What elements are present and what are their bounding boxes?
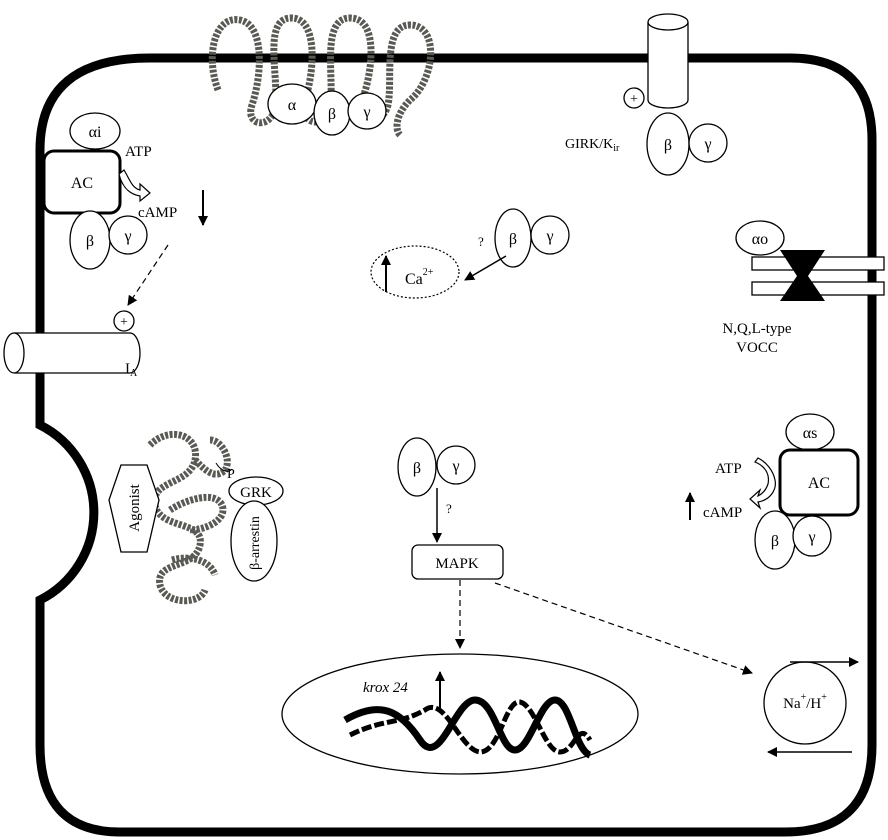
girk-channel-cylinder — [648, 22, 688, 108]
mapk-label: MAPK — [435, 556, 479, 572]
mapk-question-mark: ? — [446, 501, 452, 516]
ac-label-right: AC — [808, 475, 830, 492]
beta-label: β — [328, 106, 336, 123]
gamma-label-mapk: γ — [451, 458, 459, 475]
internalized-receptor-helices — [150, 434, 227, 600]
na-label: Na — [783, 696, 801, 712]
girk-beta-label: β — [664, 137, 672, 154]
girk-channel-group: + GIRK/Kir β γ — [565, 14, 727, 175]
vocc-label-line1: N,Q,L-type — [722, 321, 791, 337]
beta-arrestin-label: β-arrestin — [248, 516, 263, 570]
left-adenylyl-cyclase-group: αi AC ATP cAMP β γ — [44, 113, 203, 305]
beta-label-ca: β — [509, 231, 517, 248]
h-label: /H — [806, 696, 821, 712]
atp-conversion-arrow-right — [750, 458, 775, 508]
exchanger-circle — [764, 662, 846, 744]
krox24-label: krox 24 — [363, 680, 408, 696]
girk-channel-top — [648, 14, 688, 30]
atp-label-left: ATP — [125, 144, 152, 160]
girk-plus-label: + — [630, 92, 638, 107]
phospho-label: P — [227, 467, 235, 482]
atp-conversion-arrow-left — [119, 170, 150, 201]
ia-label-sub: A — [130, 368, 138, 379]
ia-channel-end — [4, 333, 24, 373]
ca-label-main: Ca — [405, 271, 423, 288]
camp-label-right: cAMP — [703, 505, 742, 521]
atp-label-right: ATP — [715, 461, 742, 477]
alpha-o-label: αo — [752, 231, 768, 248]
agonist-label: Agonist — [127, 483, 143, 531]
nucleus-group: krox 24 — [282, 654, 638, 774]
vocc-label-line2: VOCC — [736, 340, 778, 356]
beta-to-ca-arrow — [465, 256, 506, 280]
grk-label: GRK — [240, 485, 272, 501]
h-sup: + — [821, 692, 827, 703]
girk-gamma-label: γ — [703, 136, 711, 153]
receptor-g-protein: α β γ — [268, 84, 386, 135]
alpha-label: α — [288, 97, 297, 114]
vocc-pore — [780, 250, 825, 301]
ca-label: Ca2+ — [405, 267, 434, 288]
girk-label: GIRK/Kir — [565, 137, 620, 154]
ca-question-mark: ? — [478, 234, 484, 249]
ia-channel-cylinder — [14, 333, 140, 373]
calcium-group: β γ ? Ca2+ — [371, 209, 569, 298]
girk-label-main: GIRK/K — [565, 137, 613, 152]
beta-label-right: β — [771, 533, 779, 550]
alpha-s-label: αs — [803, 425, 818, 442]
right-adenylyl-cyclase-group: αs AC ATP cAMP β γ — [690, 414, 858, 569]
gamma-label: γ — [362, 104, 370, 121]
gamma-label-left: γ — [123, 228, 131, 245]
ca-label-sup: 2+ — [423, 267, 434, 278]
camp-label-left: cAMP — [138, 205, 177, 221]
gamma-label-right: γ — [807, 529, 815, 546]
internalization-group: Agonist P GRK β-arrestin — [109, 434, 283, 600]
beta-label-left: β — [86, 233, 94, 250]
vocc-group: αo N,Q,L-type VOCC — [722, 221, 884, 356]
beta-label-mapk: β — [413, 460, 421, 477]
beta-to-ia-dashed-arrow — [128, 245, 168, 305]
ia-channel-group: + IA — [4, 311, 140, 379]
girk-label-sub: ir — [613, 143, 620, 154]
exchanger-group: Na+/H+ — [764, 662, 858, 752]
ac-label-left: AC — [71, 175, 93, 192]
mapk-group: β γ ? MAPK — [398, 438, 752, 673]
ia-plus-label: + — [120, 315, 128, 330]
gamma-label-ca: γ — [545, 228, 553, 245]
alpha-i-label: αi — [89, 124, 102, 141]
